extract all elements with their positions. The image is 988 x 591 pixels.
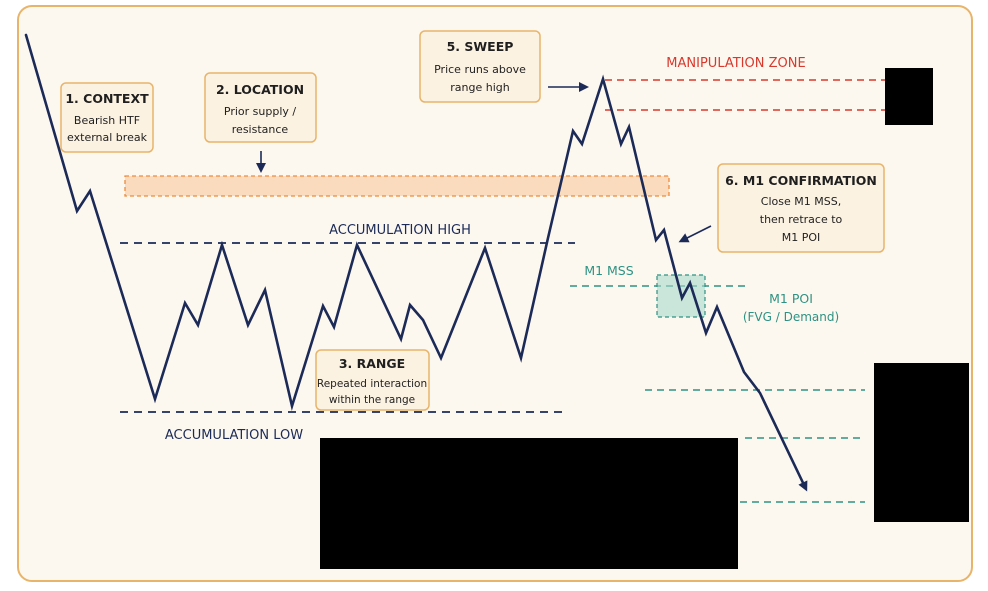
callout-location-title: 2. LOCATION bbox=[216, 82, 304, 97]
callout-location-line-1: Prior supply / bbox=[224, 105, 296, 118]
accumulation-high-label: ACCUMULATION HIGH bbox=[329, 223, 471, 238]
callout-sweep: 5. SWEEP Price runs above range high bbox=[419, 30, 541, 103]
callout-context-line-1: Bearish HTF bbox=[74, 114, 140, 127]
callout-range-title: 3. RANGE bbox=[339, 356, 405, 371]
accumulation-low-label: ACCUMULATION LOW bbox=[165, 428, 303, 443]
callout-location: 2. LOCATION Prior supply / resistance bbox=[204, 72, 317, 143]
m1-mss-label: M1 MSS bbox=[584, 263, 633, 278]
diagram-frame bbox=[17, 5, 973, 582]
callout-m1-confirmation: 6. M1 CONFIRMATION Close M1 MSS, then re… bbox=[717, 163, 885, 253]
callout-context-line-2: external break bbox=[67, 131, 148, 144]
callout-confirmation-title: 6. M1 CONFIRMATION bbox=[725, 173, 877, 188]
m1-poi-subtitle: (FVG / Demand) bbox=[743, 310, 839, 324]
confirmation-arrow bbox=[678, 225, 712, 243]
redaction-block-right bbox=[874, 363, 969, 522]
callout-range-line-1: Repeated interaction bbox=[317, 378, 427, 390]
m1-poi-title: M1 POI bbox=[769, 291, 813, 306]
callout-context: 1. CONTEXT Bearish HTF external break bbox=[60, 82, 154, 153]
manipulation-zone-label: MANIPULATION ZONE bbox=[666, 56, 805, 71]
callout-sweep-title: 5. SWEEP bbox=[447, 39, 514, 54]
price-path bbox=[24, 33, 808, 492]
redaction-block-top-right bbox=[885, 68, 933, 125]
callout-sweep-line-1: Price runs above bbox=[434, 63, 526, 76]
callout-context-title: 1. CONTEXT bbox=[65, 91, 149, 106]
callout-confirmation-line-3: M1 POI bbox=[782, 231, 821, 244]
callout-confirmation-line-2: then retrace to bbox=[760, 213, 843, 226]
redaction-block-bottom bbox=[320, 438, 738, 569]
callout-sweep-line-2: range high bbox=[450, 81, 509, 94]
callout-location-line-2: resistance bbox=[232, 123, 289, 136]
callout-range-line-2: within the range bbox=[329, 394, 415, 406]
callout-confirmation-line-1: Close M1 MSS, bbox=[761, 195, 841, 208]
prior-supply-zone bbox=[124, 175, 670, 197]
callout-range: 3. RANGE Repeated interaction within the… bbox=[315, 349, 430, 411]
